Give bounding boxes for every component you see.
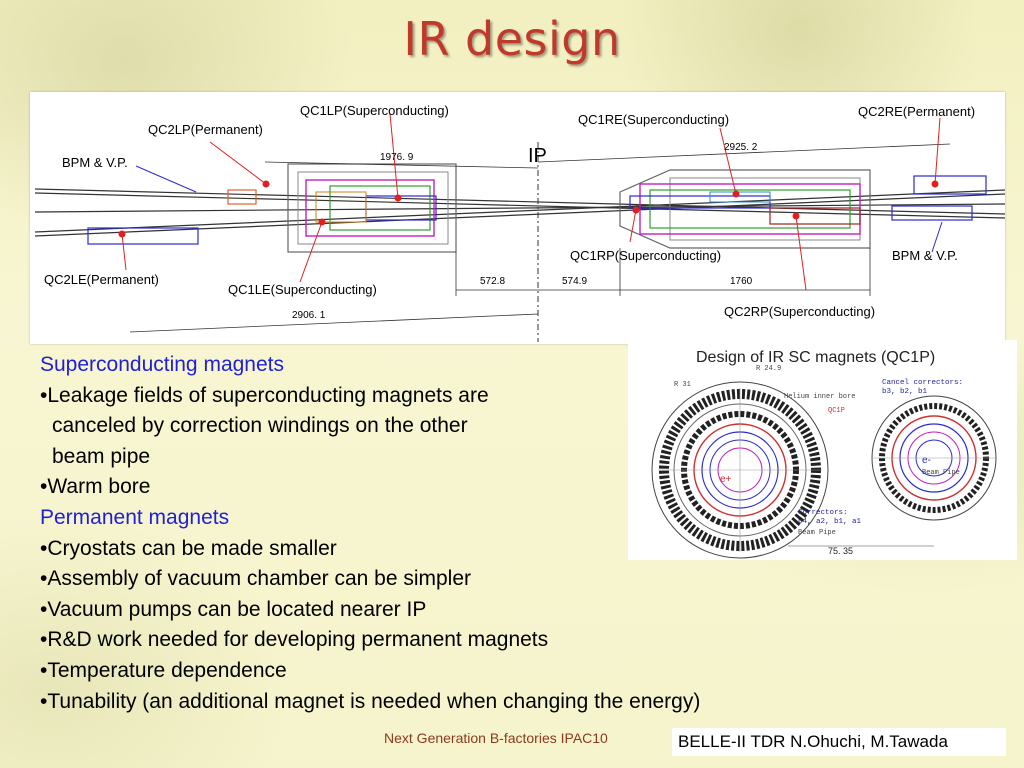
footer-credit: BELLE-II TDR N.Ohuchi, M.Tawada [672, 728, 1006, 756]
label-qc1p: QC1P [828, 407, 845, 415]
label-qc2le: QC2LE(Permanent) [44, 272, 159, 287]
label-helium-bore: Helium inner bore [784, 393, 855, 401]
bpm-right-box [891, 205, 973, 221]
pm-bullet-2: •Assembly of vacuum chamber can be simpl… [40, 567, 472, 591]
label-correctors: Correctors: [798, 509, 848, 517]
label-qc1lp: QC1LP(Superconducting) [300, 103, 449, 118]
label-bpm-left: BPM & V.P. [62, 155, 128, 170]
label-qc1rp: QC1RP(Superconducting) [570, 248, 721, 263]
label-correctors-list: b4, a2, b1, a1 [798, 518, 862, 526]
label-r31: R 31 [674, 381, 691, 389]
dimension-lines [129, 143, 951, 333]
label-7535: 75. 35 [828, 546, 853, 556]
label-qc2rp: QC2RP(Superconducting) [724, 304, 875, 319]
label-bpm-right: BPM & V.P. [892, 248, 958, 263]
label-cancel-list: b3, b2, b1 [882, 388, 928, 396]
label-cancel-correctors: Cancel correctors: [882, 379, 963, 387]
label-e-plus: e+ [720, 474, 732, 485]
pm-bullet-6: •Tunability (an additional magnet is nee… [40, 689, 701, 713]
pm-bullet-5: •Temperature dependence [40, 658, 287, 682]
sc-bullet-1-cont-1: canceled by correction windings on the o… [52, 414, 468, 438]
dim-1976: 1976. 9 [380, 152, 414, 163]
right-cryostat [619, 169, 871, 249]
dim-572: 572.8 [480, 276, 505, 287]
pm-bullet-3: •Vacuum pumps can be located nearer IP [40, 597, 427, 621]
dim-2906: 2906. 1 [292, 310, 326, 321]
pm-bullet-4: •R&D work needed for developing permanen… [40, 628, 549, 652]
left-cryostat [287, 163, 457, 253]
dim-2925: 2925. 2 [724, 142, 758, 153]
heading-permanent: Permanent magnets [40, 505, 230, 529]
sc-bullet-2: •Warm bore [40, 475, 151, 499]
label-beam-pipe-right: Beam Pipe [922, 469, 960, 477]
slide-title: IR design [403, 12, 621, 66]
marker-dots [118, 180, 939, 238]
pm-bullet-1: •Cryostats can be made smaller [40, 536, 337, 560]
label-qc2lp: QC2LP(Permanent) [148, 122, 263, 137]
label-qc1re: QC1RE(Superconducting) [578, 112, 729, 127]
ir-layout-svg: QC1LP(Superconducting) QC2LP(Permanent) … [34, 103, 1005, 342]
qc1p-cross-section [651, 381, 829, 559]
sc-bullet-1-cont-2: beam pipe [52, 444, 151, 468]
blue-leaders [135, 165, 943, 253]
dim-1760: 1760 [730, 276, 753, 287]
label-r249: R 24.9 [756, 365, 781, 373]
body-text: Superconducting magnets •Leakage fields … [40, 350, 860, 717]
label-qc2re: QC2RE(Permanent) [858, 104, 975, 119]
label-ip: IP [528, 145, 547, 167]
ir-layout-diagram: QC1LP(Superconducting) QC2LP(Permanent) … [30, 92, 1005, 344]
heading-superconducting: Superconducting magnets [40, 353, 284, 376]
qc2re-box [913, 175, 987, 195]
sc-magnet-figure: Design of IR SC magnets (QC1P) R 31 R [628, 340, 1017, 560]
sc-magnet-svg: Design of IR SC magnets (QC1P) R 31 R [651, 349, 997, 559]
qc2lp-box [227, 189, 257, 205]
sc-bullet-1: •Leakage fields of superconducting magne… [40, 383, 489, 407]
footer-conference: Next Generation B-factories IPAC10 [384, 730, 608, 746]
beam-pipe-cross-section [871, 395, 997, 521]
qc2le-box [87, 227, 199, 245]
dim-574: 574.9 [562, 276, 587, 287]
leader-lines [121, 113, 941, 291]
label-qc1le: QC1LE(Superconducting) [228, 282, 377, 297]
sc-figure-title: Design of IR SC magnets (QC1P) [696, 349, 935, 366]
label-e-minus: e- [922, 455, 931, 466]
beam-lines [34, 188, 1005, 237]
label-beam-pipe-left: Beam Pipe [798, 529, 836, 537]
